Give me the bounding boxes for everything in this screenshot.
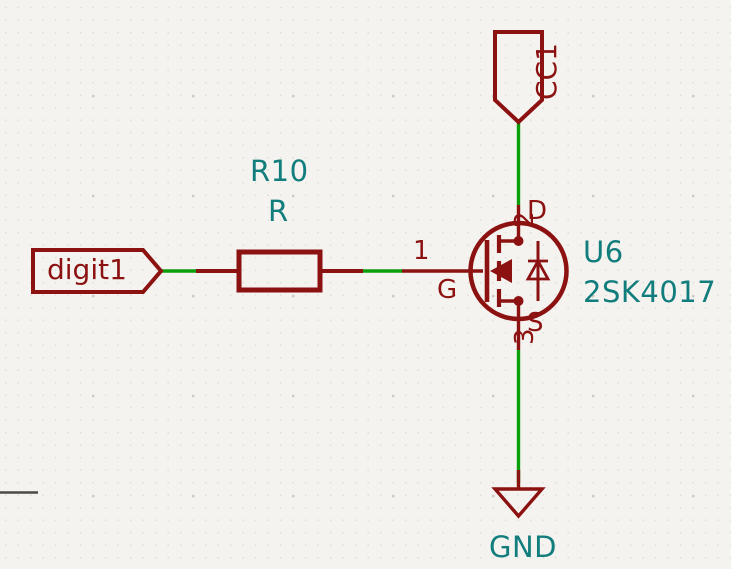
mosfet-drain-junction-dot — [513, 236, 524, 246]
power-symbol-cc1[interactable] — [493, 30, 544, 125]
gnd-triangle — [491, 487, 546, 519]
mosfet-source-junction-dot — [513, 296, 524, 306]
net-wires — [161, 122, 521, 483]
global-label-outline — [31, 248, 164, 294]
power-symbol-gnd[interactable] — [491, 470, 546, 519]
mosfet-channel-arrow — [490, 259, 512, 283]
resistor-symbol[interactable] — [196, 249, 363, 293]
mosfet-symbol[interactable] — [402, 205, 569, 350]
mosfet-body-diode-triangle — [525, 258, 551, 281]
global-label-digit1-shape[interactable] — [31, 248, 164, 294]
resistor-body — [236, 249, 323, 293]
power-flag-outline — [493, 30, 544, 125]
